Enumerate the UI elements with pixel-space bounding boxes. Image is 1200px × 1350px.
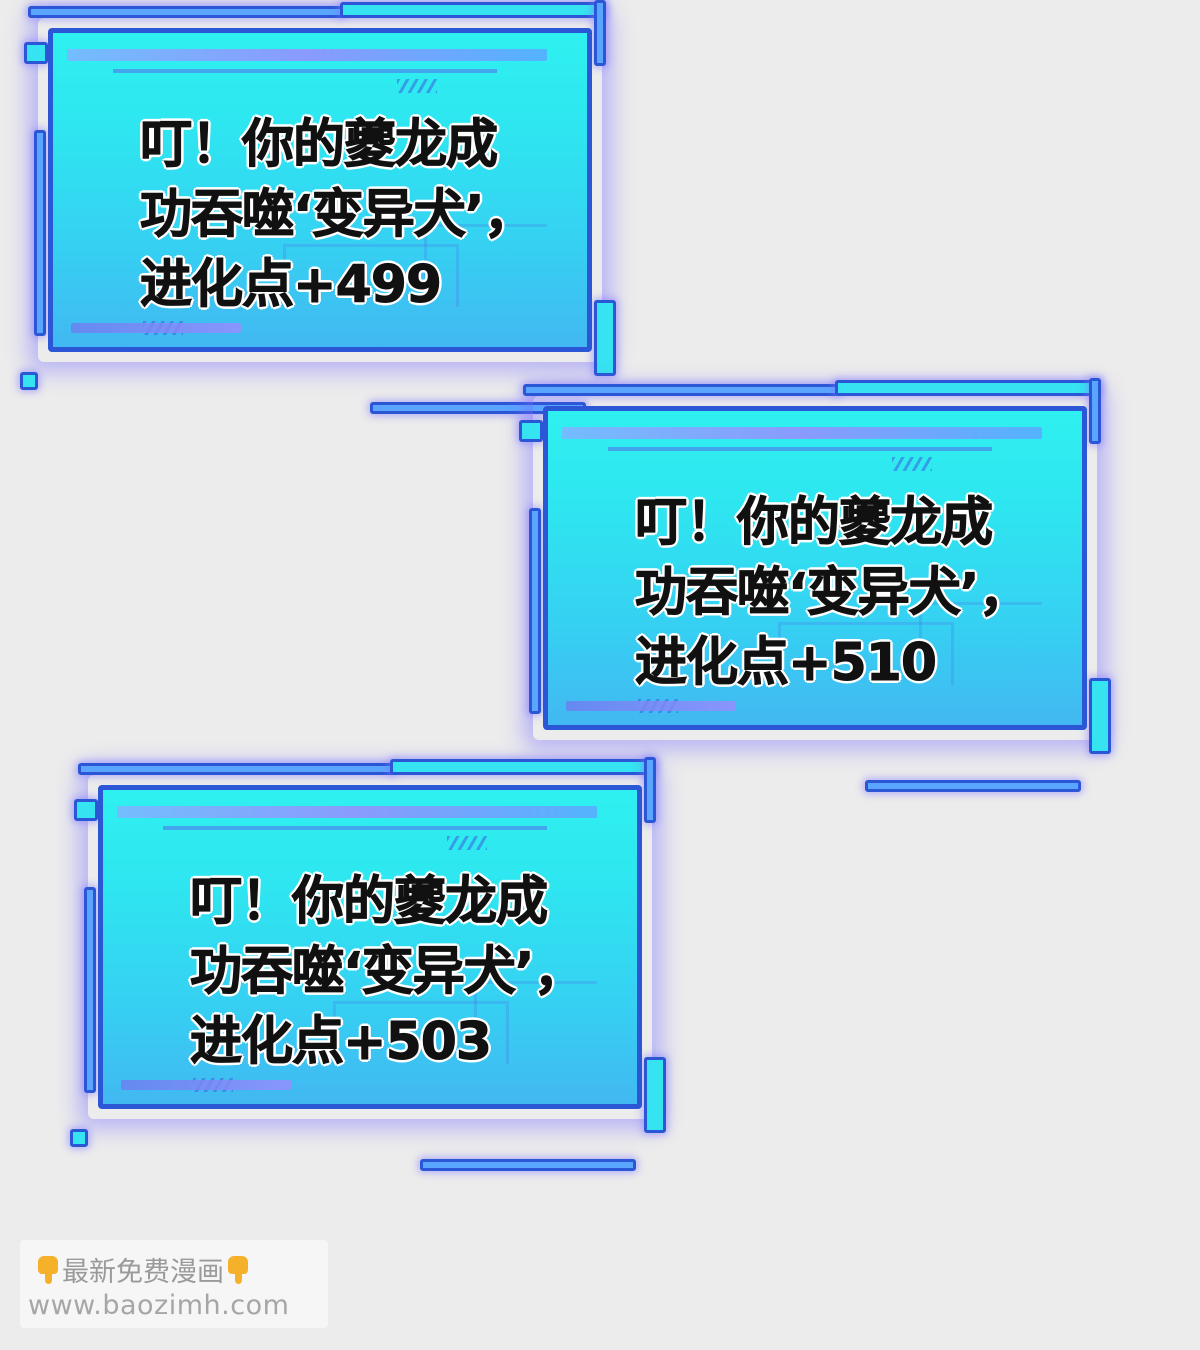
decor-circuit: [474, 981, 597, 1034]
frame-bar: [28, 6, 344, 18]
frame-bar: [78, 763, 394, 775]
frame-bar: [1089, 678, 1111, 754]
decor-circuit: [283, 244, 459, 307]
decor-circuit: [919, 602, 1042, 655]
decor-hatch: [397, 79, 437, 93]
message-line: 功吞噬‘变异犬’，: [140, 185, 537, 246]
frame-bar: [529, 508, 541, 714]
panel-screen: [48, 28, 592, 352]
frame-bar: [340, 2, 606, 18]
frame-bar: [34, 130, 46, 336]
decor-circuit: [424, 224, 547, 277]
message-line: 叮！你的夔龙成: [635, 493, 994, 554]
panel-screen: [98, 785, 642, 1109]
message-line: 进化点+503: [190, 1012, 493, 1073]
decor-band: [608, 447, 992, 451]
watermark: 最新免费漫画 www.baozimh.com: [20, 1240, 328, 1328]
frame-bar: [644, 1057, 666, 1133]
decor-circuit: [778, 622, 954, 685]
frame-bar: [20, 372, 38, 390]
decor-band: [113, 69, 497, 73]
message-line: 叮！你的夔龙成: [190, 872, 549, 933]
watermark-title: 最新免费漫画: [62, 1257, 224, 1288]
frame-bar: [865, 780, 1081, 792]
decor-band: [566, 701, 736, 711]
watermark-title-row: 最新免费漫画: [34, 1250, 252, 1289]
frame-bar: [594, 0, 606, 66]
watermark-url: www.baozimh.com: [28, 1290, 290, 1321]
panel-screen: [543, 406, 1087, 730]
notification-panel-3: 叮！你的夔龙成 功吞噬‘变异犬’， 进化点+503: [70, 757, 670, 1171]
notification-message: 叮！你的夔龙成 功吞噬‘变异犬’， 进化点+510: [635, 488, 1095, 698]
frame-bar: [390, 759, 656, 775]
decor-circuit: [333, 1001, 509, 1064]
decor-hatch: [892, 457, 932, 471]
notification-message: 叮！你的夔龙成 功吞噬‘变异犬’， 进化点+503: [190, 867, 650, 1077]
frame-bar: [84, 887, 96, 1093]
message-line: 功吞噬‘变异犬’，: [190, 942, 587, 1003]
notification-message: 叮！你的夔龙成 功吞噬‘变异犬’， 进化点+499: [140, 110, 600, 320]
notification-panel-2: 叮！你的夔龙成 功吞噬‘变异犬’， 进化点+510: [515, 378, 1115, 792]
decor-band: [562, 427, 1042, 439]
decor-hatch: [447, 836, 487, 850]
frame-bar: [594, 300, 616, 376]
frame-bar: [420, 1159, 636, 1171]
decor-band: [121, 1080, 291, 1090]
decor-band: [67, 49, 547, 61]
message-line: 进化点+499: [140, 255, 443, 316]
decor-band: [71, 323, 241, 333]
frame-bar: [74, 799, 98, 821]
frame-bar: [1089, 378, 1101, 444]
notification-panel-1: 叮！你的夔龙成 功吞噬‘变异犬’， 进化点+499: [20, 0, 620, 414]
frame-bar: [644, 757, 656, 823]
frame-bar: [523, 384, 839, 396]
pointing-hand-icon: [224, 1254, 252, 1286]
decor-band: [117, 806, 597, 818]
frame-bar: [519, 420, 543, 442]
pointing-hand-icon: [34, 1254, 62, 1286]
frame-bar: [835, 380, 1101, 396]
frame-bar: [24, 42, 48, 64]
message-line: 叮！你的夔龙成: [140, 115, 499, 176]
message-line: 进化点+510: [635, 633, 938, 694]
frame-bar: [70, 1129, 88, 1147]
message-line: 功吞噬‘变异犬’，: [635, 563, 1032, 624]
decor-band: [163, 826, 547, 830]
